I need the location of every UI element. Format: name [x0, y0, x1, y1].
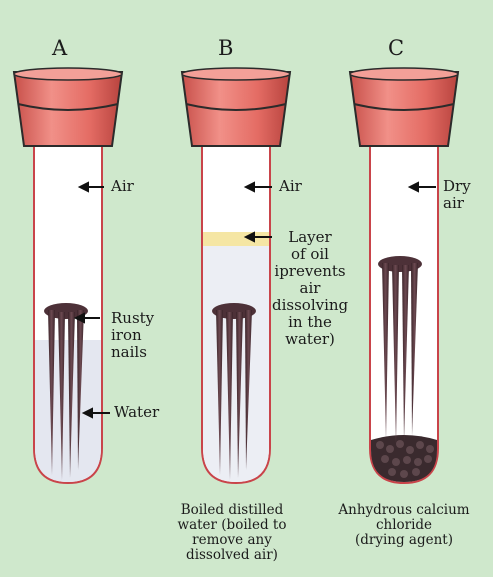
tube-b-air-label: Air: [279, 178, 302, 195]
nails-label-line-2: iron: [111, 327, 154, 344]
tube-a-letter: A: [52, 36, 67, 60]
nails-label-line-3: nails: [111, 344, 154, 361]
tube-a: [14, 68, 122, 483]
b-caption-line-1: Boiled distilled: [152, 503, 312, 518]
tube-c-calcium-chloride: [371, 435, 437, 482]
tube-c-air-label: Dry air: [443, 178, 471, 212]
tube-a-stopper: [14, 68, 122, 146]
oil-label-line-3: iprevents: [272, 263, 348, 280]
b-caption-line-4: dissolved air): [152, 548, 312, 563]
tube-b-stopper: [182, 68, 290, 146]
tube-b-letter: B: [218, 36, 233, 60]
dry-air-line-1: Dry: [443, 178, 471, 195]
tube-c-letter: C: [388, 36, 404, 60]
c-caption-line-3: (drying agent): [318, 533, 490, 548]
oil-label-line-7: water): [272, 331, 348, 348]
tube-a-water-label: Water: [114, 404, 159, 421]
tube-b-caption: Boiled distilled water (boiled to remove…: [152, 503, 312, 563]
tube-a-air-label: Air: [111, 178, 134, 195]
b-caption-line-3: remove any: [152, 533, 312, 548]
tube-b-oil-label: Layer of oil iprevents air dissolving in…: [272, 229, 348, 348]
b-caption-line-2: water (boiled to: [152, 518, 312, 533]
nails-label-line-1: Rusty: [111, 310, 154, 327]
tube-a-nails-label: Rusty iron nails: [111, 310, 154, 361]
oil-label-line-2: of oil: [272, 246, 348, 263]
oil-label-line-1: Layer: [272, 229, 348, 246]
tube-b-oil-layer: [203, 232, 269, 246]
c-caption-line-2: chloride: [318, 518, 490, 533]
oil-label-line-5: dissolving: [272, 297, 348, 314]
dry-air-line-2: air: [443, 195, 471, 212]
tube-c-caption: Anhydrous calcium chloride (drying agent…: [318, 503, 490, 548]
tube-b-water: [203, 246, 269, 482]
tube-c-stopper: [350, 68, 458, 146]
oil-label-line-4: air: [272, 280, 348, 297]
oil-label-line-6: in the: [272, 314, 348, 331]
c-caption-line-1: Anhydrous calcium: [318, 503, 490, 518]
tube-c: [350, 68, 458, 483]
